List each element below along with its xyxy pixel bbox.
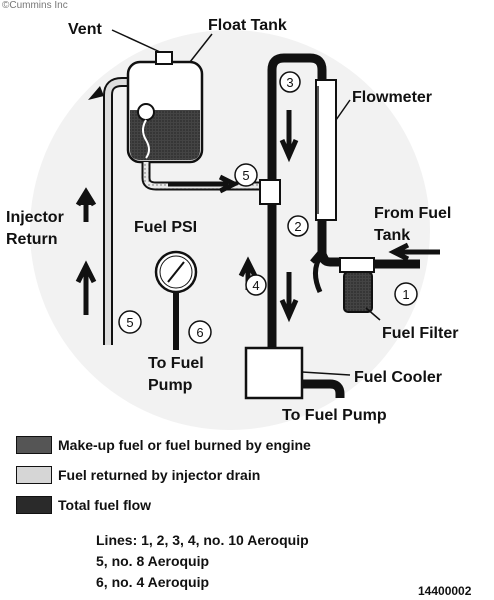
fuel-psi-label: Fuel PSI [134, 219, 197, 236]
lines-note-line: 6, no. 4 Aeroquip [96, 574, 210, 590]
arrow-icon [88, 86, 104, 100]
callout-4: 4 [245, 274, 267, 296]
callout-5-top: 5 [234, 163, 258, 187]
injector-return-line [105, 79, 130, 345]
tee-fitting [259, 179, 281, 205]
legend-label: Total fuel flow [58, 497, 152, 513]
vent-label: Vent [68, 21, 102, 38]
legend-swatch [16, 496, 52, 514]
arrow-down-icon [279, 272, 299, 323]
fuel-filter [343, 271, 373, 313]
float-tank-fuel [130, 110, 200, 160]
arrow-right-icon [168, 174, 240, 194]
line-3 [267, 53, 327, 200]
to-fuel-pump-left-label-2: Pump [148, 377, 193, 394]
watermark: ©Cummins Inc [2, 0, 68, 11]
float-tank-leader [189, 33, 213, 63]
fuel-psi-gauge-needle [167, 261, 185, 283]
cooler-outlet-line [302, 379, 345, 398]
float-tank-label: Float Tank [208, 17, 287, 34]
line-5-top [143, 162, 262, 189]
flowmeter-label: Flowmeter [352, 89, 432, 106]
to-fuel-pump-left-label-1: To Fuel [148, 355, 204, 372]
legend-label: Make-up fuel or fuel burned by engine [58, 437, 311, 453]
legend-item: Fuel returned by injector drain [16, 466, 260, 484]
callout-1: 1 [394, 282, 418, 306]
legend-swatch [16, 466, 52, 484]
legend-label: Fuel returned by injector drain [58, 467, 261, 483]
callout-5-left: 5 [118, 310, 142, 334]
fuel-filter-head [339, 257, 375, 273]
arrow-up-icon [310, 245, 331, 294]
float-ball [137, 103, 155, 121]
fuel-psi-gauge-dial [159, 255, 193, 289]
diagram-canvas: 5 3 2 4 1 5 6 Ve [6, 17, 484, 430]
svg-text:1: 1 [402, 287, 409, 302]
fuel-filter-label: Fuel Filter [382, 325, 458, 342]
from-fuel-tank-label-2: Tank [374, 227, 410, 244]
figure-id: 14400002 [418, 584, 472, 598]
callout-2: 2 [287, 215, 309, 237]
legend-item: Total fuel flow [16, 496, 151, 514]
vent-fitting [155, 51, 173, 65]
svg-text:4: 4 [252, 278, 259, 293]
lines-note-line: Lines: 1, 2, 3, 4, no. 10 Aeroquip [96, 532, 309, 548]
legend-item: Make-up fuel or fuel burned by engine [16, 436, 311, 454]
fuel-cooler-label: Fuel Cooler [354, 369, 442, 386]
injector-return-label-2: Return [6, 231, 58, 248]
float-linkage [142, 119, 150, 159]
vent-leader [111, 29, 161, 53]
lines-note-line: 5, no. 8 Aeroquip [96, 553, 210, 569]
fuel-filter-leader [365, 307, 381, 321]
arrow-up-icon [75, 187, 97, 222]
arrow-down-icon [279, 110, 299, 163]
arrow-left-icon [388, 242, 440, 262]
from-fuel-tank-label-1: From Fuel [374, 205, 451, 222]
flowmeter-leader [335, 99, 351, 121]
callout-6: 6 [188, 320, 212, 344]
svg-text:6: 6 [196, 325, 203, 340]
legend-swatch [16, 436, 52, 454]
svg-text:3: 3 [286, 75, 293, 90]
fuel-cooler-leader [301, 371, 351, 376]
registered-mark: ® [472, 429, 484, 430]
lines-note: Lines: 1, 2, 3, 4, no. 10 Aeroquip 5, no… [96, 530, 309, 593]
fuel-cooler [244, 346, 304, 400]
callout-3: 3 [279, 71, 301, 93]
svg-text:5: 5 [242, 168, 249, 183]
to-fuel-pump-bottom-label: To Fuel Pump [282, 407, 387, 424]
injector-return-label-1: Injector [6, 209, 64, 226]
svg-text:5: 5 [126, 315, 133, 330]
svg-text:2: 2 [294, 219, 301, 234]
arrow-up-icon [75, 260, 97, 315]
